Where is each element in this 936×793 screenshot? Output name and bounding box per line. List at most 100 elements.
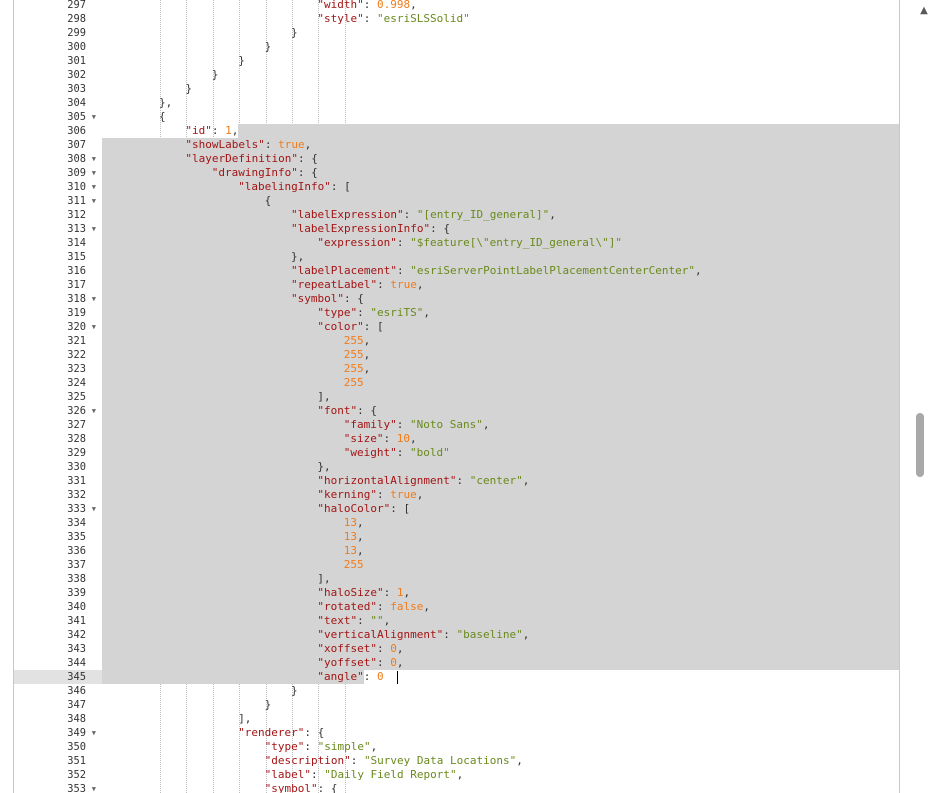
fold-toggle-icon[interactable]: ▼ — [91, 407, 96, 415]
gutter-line[interactable]: 352 — [14, 768, 102, 782]
code-line[interactable]: "text": "", — [102, 614, 899, 628]
code-line[interactable]: }, — [102, 96, 899, 110]
code-line[interactable]: "kerning": true, — [102, 488, 899, 502]
gutter-line[interactable]: 313▼ — [14, 222, 102, 236]
code-line[interactable]: } — [102, 68, 899, 82]
code-line[interactable]: "symbol": { — [102, 292, 899, 306]
gutter-line[interactable]: 335 — [14, 530, 102, 544]
code-line[interactable]: "width": 0.998, — [102, 0, 899, 12]
gutter-line[interactable]: 305▼ — [14, 110, 102, 124]
gutter-line[interactable]: 304 — [14, 96, 102, 110]
fold-toggle-icon[interactable]: ▼ — [91, 225, 96, 233]
code-line[interactable]: "expression": "$feature[\"entry_ID_gener… — [102, 236, 899, 250]
gutter-line[interactable]: 324 — [14, 376, 102, 390]
code-line[interactable]: "label": "Daily Field Report", — [102, 768, 899, 782]
code-line[interactable]: "repeatLabel": true, — [102, 278, 899, 292]
gutter-line[interactable]: 339 — [14, 586, 102, 600]
code-line[interactable]: "symbol": { — [102, 782, 899, 793]
gutter-line[interactable]: 316 — [14, 264, 102, 278]
code-line[interactable]: "labelExpression": "[entry_ID_general]", — [102, 208, 899, 222]
code-line[interactable]: "rotated": false, — [102, 600, 899, 614]
code-line[interactable]: "haloSize": 1, — [102, 586, 899, 600]
code-line[interactable]: 255 — [102, 558, 899, 572]
gutter-line[interactable]: 312 — [14, 208, 102, 222]
fold-toggle-icon[interactable]: ▼ — [91, 505, 96, 513]
code-line[interactable]: "labelExpressionInfo": { — [102, 222, 899, 236]
gutter-line[interactable]: 351 — [14, 754, 102, 768]
scrollbar-thumb[interactable] — [916, 413, 924, 477]
code-line[interactable]: "horizontalAlignment": "center", — [102, 474, 899, 488]
code-line[interactable]: { — [102, 194, 899, 208]
fold-toggle-icon[interactable]: ▼ — [91, 183, 96, 191]
code-line[interactable]: } — [102, 684, 899, 698]
code-line[interactable]: 13, — [102, 530, 899, 544]
gutter-line[interactable]: 317 — [14, 278, 102, 292]
gutter-line[interactable]: 309▼ — [14, 166, 102, 180]
gutter-line[interactable]: 330 — [14, 460, 102, 474]
code-line[interactable]: "size": 10, — [102, 432, 899, 446]
gutter-line[interactable]: 332 — [14, 488, 102, 502]
code-line[interactable]: } — [102, 40, 899, 54]
vertical-scrollbar[interactable]: ▲ — [912, 0, 936, 793]
code-line[interactable]: ], — [102, 390, 899, 404]
gutter-line[interactable]: 325 — [14, 390, 102, 404]
gutter-line[interactable]: 300 — [14, 40, 102, 54]
gutter-line[interactable]: 342 — [14, 628, 102, 642]
code-line[interactable]: "type": "esriTS", — [102, 306, 899, 320]
code-line[interactable]: "yoffset": 0, — [102, 656, 899, 670]
code-line[interactable]: "drawingInfo": { — [102, 166, 899, 180]
gutter-line[interactable]: 340 — [14, 600, 102, 614]
fold-toggle-icon[interactable]: ▼ — [91, 323, 96, 331]
gutter-line[interactable]: 329 — [14, 446, 102, 460]
code-line[interactable]: } — [102, 698, 899, 712]
gutter-line[interactable]: 323 — [14, 362, 102, 376]
gutter-line[interactable]: 350 — [14, 740, 102, 754]
gutter-line[interactable]: 310▼ — [14, 180, 102, 194]
code-line[interactable]: }, — [102, 250, 899, 264]
gutter-line[interactable]: 311▼ — [14, 194, 102, 208]
gutter-line[interactable]: 319 — [14, 306, 102, 320]
code-line[interactable]: 13, — [102, 516, 899, 530]
code-line[interactable]: }, — [102, 460, 899, 474]
gutter-line[interactable]: 314 — [14, 236, 102, 250]
code-line[interactable]: "color": [ — [102, 320, 899, 334]
fold-toggle-icon[interactable]: ▼ — [91, 295, 96, 303]
code-line[interactable]: 255 — [102, 376, 899, 390]
gutter-line[interactable]: 321 — [14, 334, 102, 348]
code-line[interactable]: "haloColor": [ — [102, 502, 899, 516]
gutter-line[interactable]: 298 — [14, 12, 102, 26]
gutter-line[interactable]: 334 — [14, 516, 102, 530]
code-line[interactable]: } — [102, 82, 899, 96]
code-line[interactable]: 255, — [102, 362, 899, 376]
gutter-line[interactable]: 344 — [14, 656, 102, 670]
code-line[interactable]: "verticalAlignment": "baseline", — [102, 628, 899, 642]
code-line[interactable]: "renderer": { — [102, 726, 899, 740]
fold-toggle-icon[interactable]: ▼ — [91, 169, 96, 177]
code-line[interactable]: 255, — [102, 334, 899, 348]
code-line[interactable]: "showLabels": true, — [102, 138, 899, 152]
code-line[interactable]: } — [102, 26, 899, 40]
code-line[interactable]: "type": "simple", — [102, 740, 899, 754]
gutter-line[interactable]: 318▼ — [14, 292, 102, 306]
gutter-line[interactable]: 327 — [14, 418, 102, 432]
code-line[interactable]: "layerDefinition": { — [102, 152, 899, 166]
code-line[interactable]: "labelingInfo": [ — [102, 180, 899, 194]
gutter-line[interactable]: 306 — [14, 124, 102, 138]
gutter-line[interactable]: 320▼ — [14, 320, 102, 334]
code-line[interactable]: "style": "esriSLSSolid" — [102, 12, 899, 26]
gutter-line[interactable]: 315 — [14, 250, 102, 264]
gutter-line[interactable]: 328 — [14, 432, 102, 446]
gutter-line[interactable]: 307 — [14, 138, 102, 152]
code-line[interactable]: { — [102, 110, 899, 124]
gutter-line[interactable]: 343 — [14, 642, 102, 656]
fold-toggle-icon[interactable]: ▼ — [91, 197, 96, 205]
fold-toggle-icon[interactable]: ▼ — [91, 155, 96, 163]
code-line[interactable]: "font": { — [102, 404, 899, 418]
code-line[interactable]: "id": 1, — [102, 124, 899, 138]
code-line[interactable]: "weight": "bold" — [102, 446, 899, 460]
code-line[interactable]: 13, — [102, 544, 899, 558]
gutter-line[interactable]: 345 — [14, 670, 102, 684]
gutter-line[interactable]: 346 — [14, 684, 102, 698]
